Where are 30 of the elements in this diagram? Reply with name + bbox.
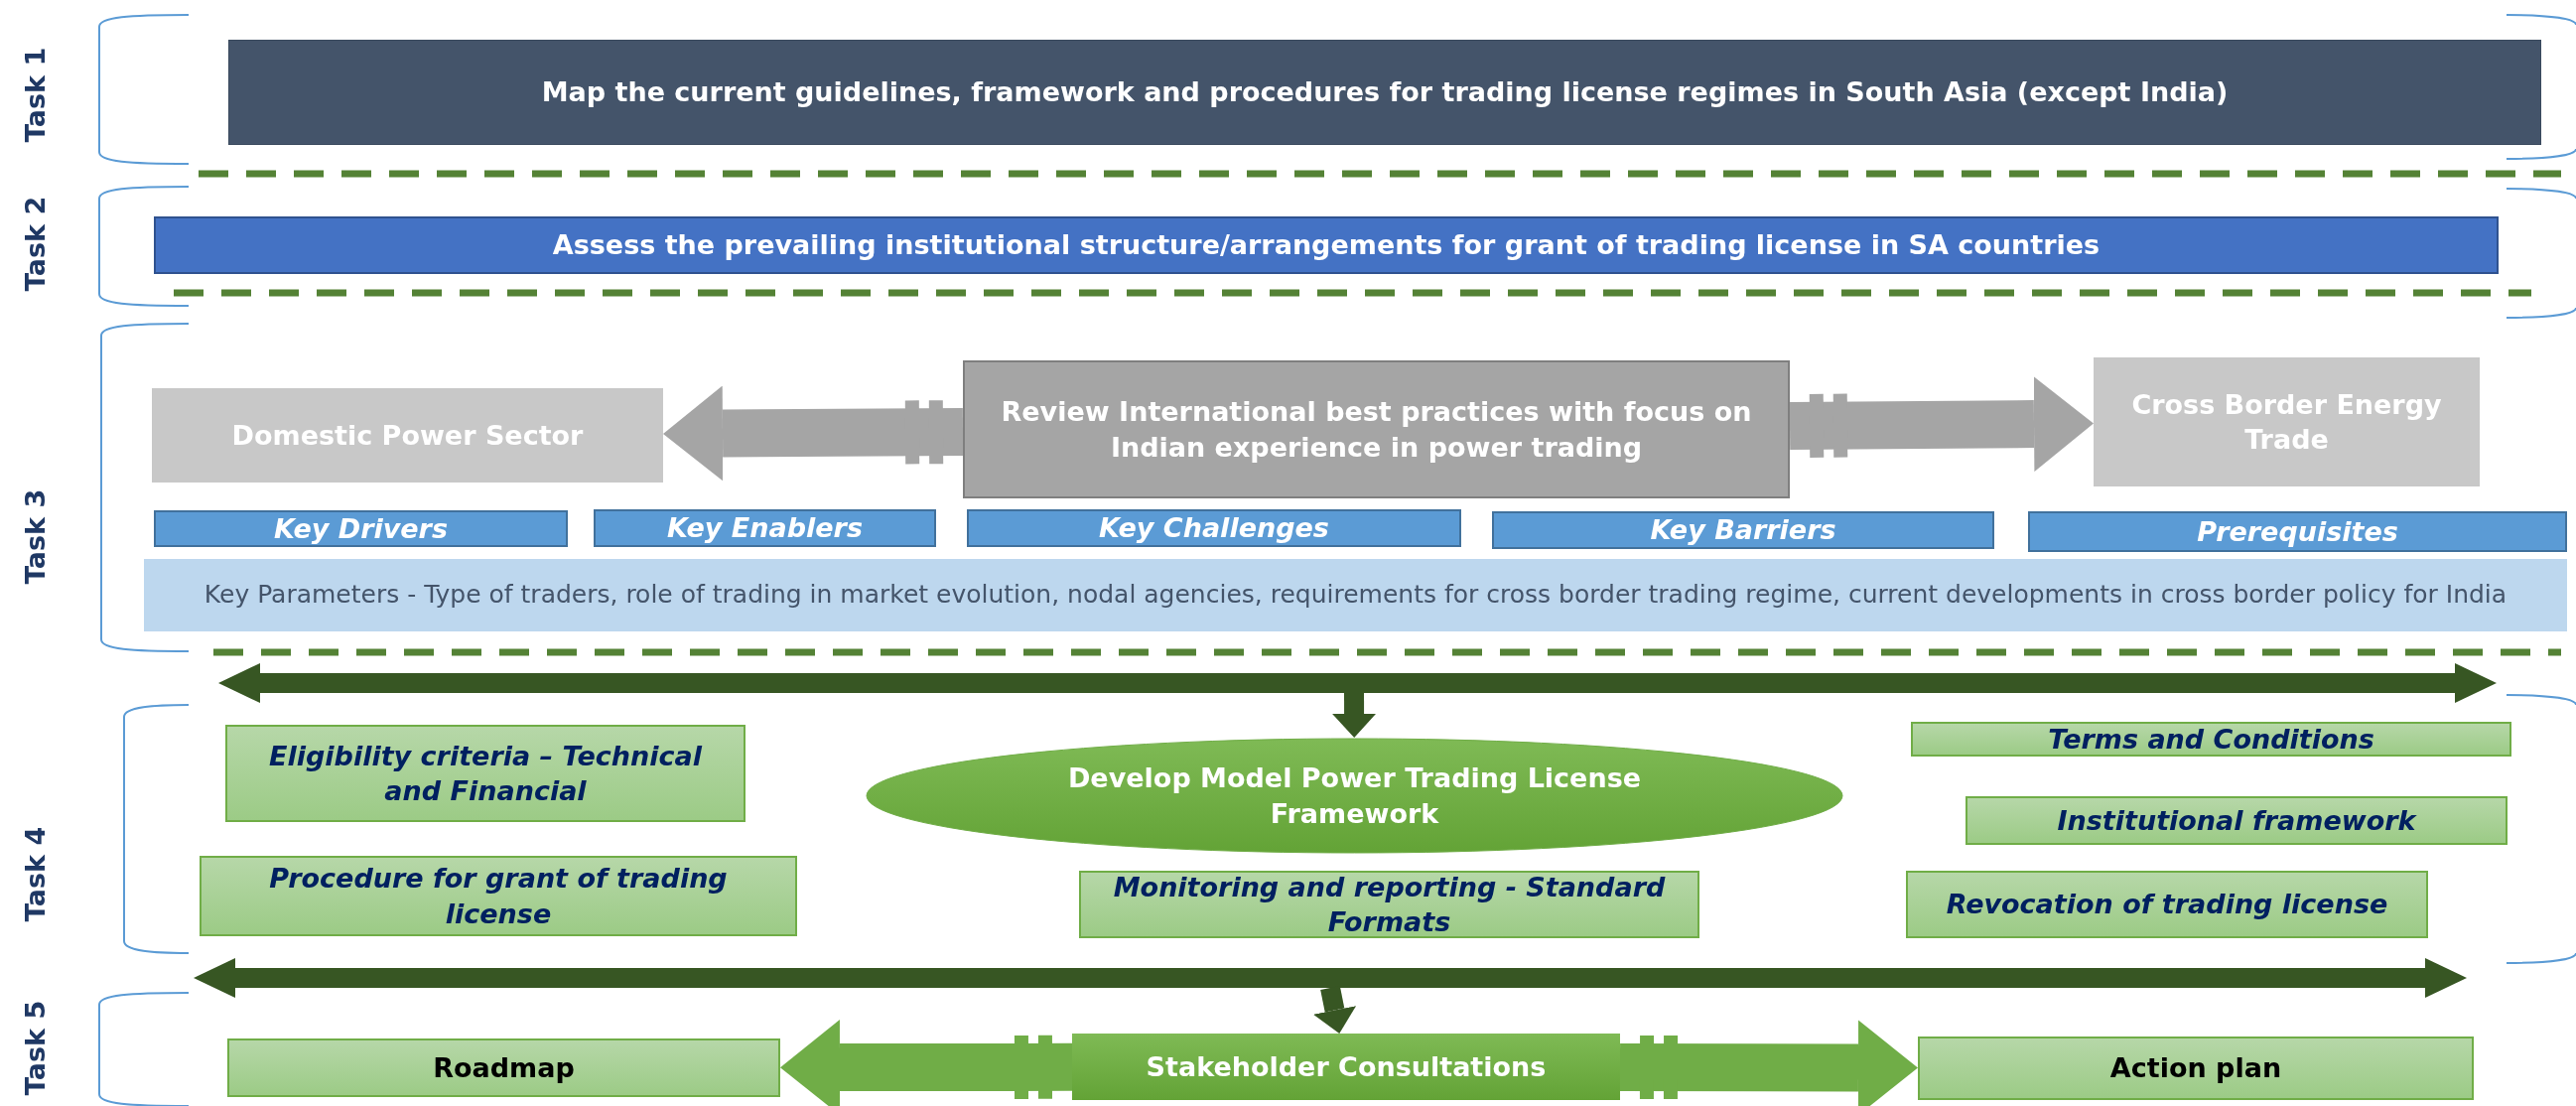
review-box: Review International best practices with focus on Indian experience in power trading — [963, 360, 1790, 498]
arrow — [1332, 692, 1377, 738]
task-banner: Map the current guidelines, framework and procedures for trading license regimes in South Asia (except India) — [228, 40, 2541, 145]
component-box: Eligibility criteria – Technical and Financial — [225, 725, 746, 822]
process-box: Stakeholder Consultations — [1072, 1034, 1620, 1100]
topic-tab: Key Enablers — [594, 509, 936, 547]
block-arrow — [1619, 1020, 1918, 1106]
block-arrow — [780, 1020, 1072, 1106]
task-banner: Assess the prevailing institutional structure/arrangements for grant of trading license in SA countries — [154, 216, 2499, 274]
topic-tab: Prerequisites — [2028, 511, 2567, 552]
topic-tab: Key Barriers — [1492, 511, 1994, 549]
topic-tab: Key Challenges — [967, 509, 1461, 547]
task-label: Task 5 — [20, 1000, 52, 1095]
component-box: Procedure for grant of trading license — [200, 856, 797, 936]
component-box: Revocation of trading license — [1906, 871, 2428, 938]
component-box: Institutional framework — [1966, 796, 2508, 845]
block-arrow — [1789, 376, 2094, 473]
block-arrow — [663, 385, 964, 482]
task-label: Task 2 — [20, 196, 52, 291]
parameters-band: Key Parameters - Type of traders, role of trading in market evolution, nodal agencies, requirements for cross border trading regime, current developments in cross border policy for India — [144, 559, 2567, 631]
task-label: Task 1 — [20, 47, 52, 142]
arrow — [1312, 986, 1357, 1034]
task-label: Task 4 — [20, 826, 52, 921]
output-box: Action plan — [1918, 1037, 2474, 1100]
output-box: Roadmap — [227, 1038, 780, 1097]
topic-tab: Key Drivers — [154, 510, 568, 547]
component-box: Terms and Conditions — [1911, 722, 2511, 757]
task-label: Task 3 — [20, 488, 52, 584]
process-ellipse: Develop Model Power Trading License Framework — [866, 738, 1843, 854]
component-box: Monitoring and reporting - Standard Formats — [1079, 871, 1699, 938]
